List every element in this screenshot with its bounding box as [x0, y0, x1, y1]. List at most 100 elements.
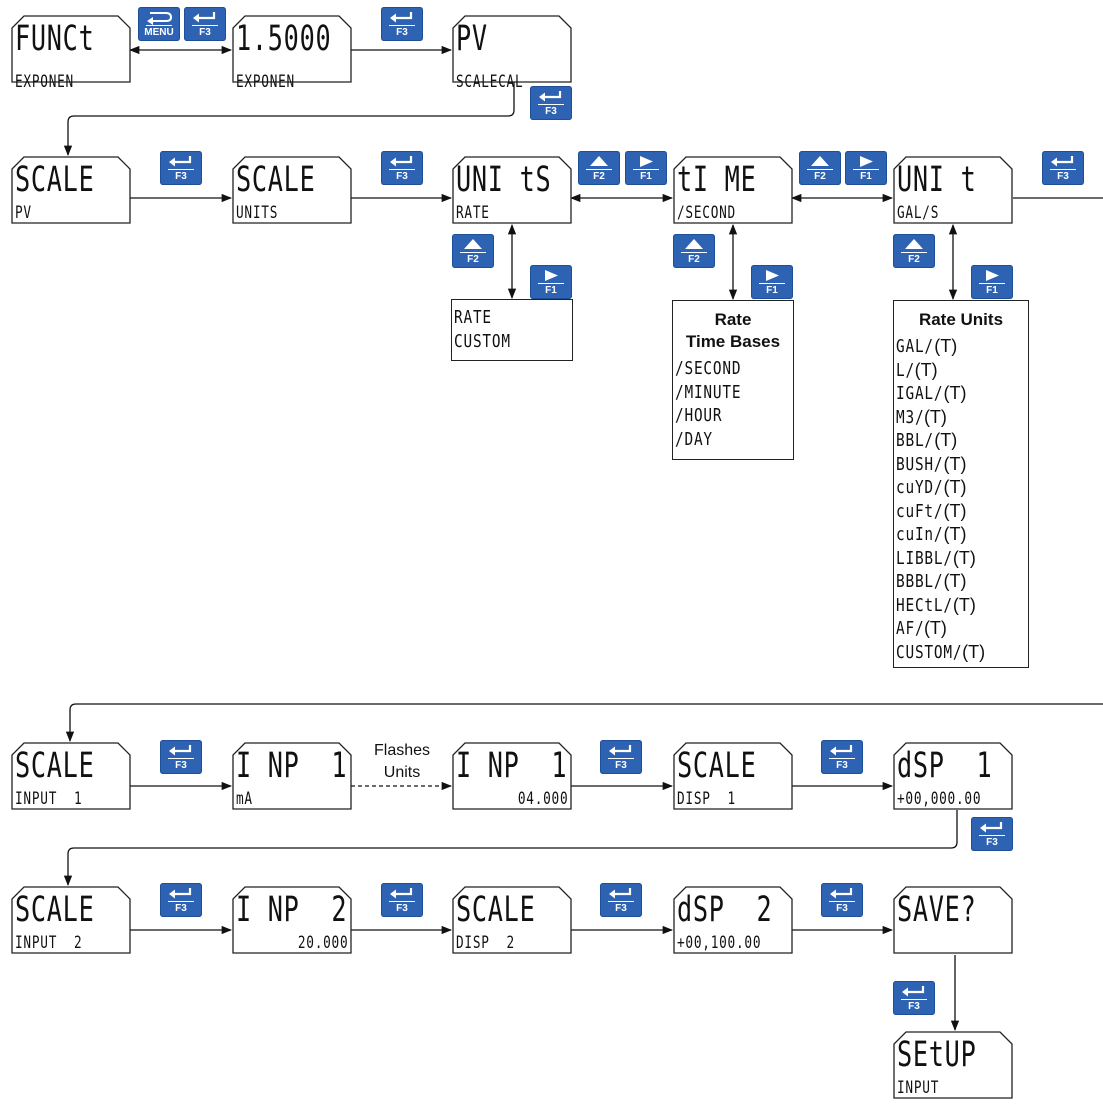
f3-enter-key[interactable]: F3: [600, 883, 642, 917]
f2-up-key[interactable]: F2: [673, 234, 715, 268]
rate-unit-code: HECtL/: [896, 594, 953, 616]
display-inp1-ma: I NP 1 mA: [232, 742, 352, 810]
key-label: F2: [688, 254, 700, 265]
key-label: F3: [175, 760, 187, 771]
f1-right-key[interactable]: F1: [845, 151, 887, 185]
connector-arrow: [63, 810, 958, 887]
display-sub-text: 04.000: [517, 789, 568, 809]
enter-icon: [160, 152, 202, 168]
enter-glyph: [539, 91, 562, 102]
f3-enter-key[interactable]: F3: [821, 740, 863, 774]
rate-unit-item: cuFt/(T): [894, 500, 1028, 524]
f1-right-key[interactable]: F1: [625, 151, 667, 185]
display-frame: [11, 742, 131, 810]
time-bases-title-2: Time Bases: [685, 332, 781, 351]
rate-unit-suffix: (T): [914, 359, 938, 380]
enter-icon: [160, 741, 202, 757]
enter-icon: [530, 87, 572, 103]
key-label: F1: [766, 285, 778, 296]
enter-icon: [381, 152, 423, 168]
rate-unit-code: BBBL/: [896, 571, 944, 592]
f3-enter-key[interactable]: F3: [971, 817, 1013, 851]
f2-up-key[interactable]: F2: [893, 234, 935, 268]
rate-unit-code: AF/: [896, 618, 925, 639]
rate-unit-item: AF/(T): [894, 617, 1028, 641]
f2-up-key[interactable]: F2: [578, 151, 620, 185]
display-frame: [452, 15, 572, 83]
key-label: F1: [986, 285, 998, 296]
display-main-text: I NP 1: [456, 746, 568, 786]
f1-right-key[interactable]: F1: [530, 265, 572, 299]
rate-unit-item: GAL/(T): [894, 335, 1028, 359]
key-label: F3: [908, 1001, 920, 1012]
f3-enter-key[interactable]: F3: [893, 981, 935, 1015]
rate-unit-code: IGAL/: [896, 383, 944, 404]
enter-icon: [893, 982, 935, 998]
up-glyph: [811, 156, 829, 166]
f3-enter-key[interactable]: F3: [381, 151, 423, 185]
f3-enter-key[interactable]: F3: [381, 7, 423, 41]
display-inp2-value: I NP 2 20.000: [232, 886, 352, 954]
up-glyph: [905, 239, 923, 249]
key-label: F3: [396, 903, 408, 914]
rate-unit-suffix: (T): [952, 594, 976, 615]
display-sub-text: +00,100.00: [677, 933, 762, 953]
key-label: F3: [836, 760, 848, 771]
key-label: F2: [814, 171, 826, 182]
f3-enter-key[interactable]: F3: [381, 883, 423, 917]
display-scale-disp1: SCALE DISP 1: [673, 742, 793, 810]
f3-enter-key[interactable]: F3: [160, 740, 202, 774]
up-arrow-icon: [893, 235, 935, 251]
f3-enter-key[interactable]: F3: [1042, 151, 1084, 185]
up-glyph: [590, 156, 608, 166]
rate-unit-code: LIBBL/: [896, 547, 953, 569]
connector-arrow: [65, 703, 1103, 743]
display-scale-units: SCALE UNITS: [232, 156, 352, 224]
up-arrow-icon: [452, 235, 494, 251]
f3-enter-key[interactable]: F3: [821, 883, 863, 917]
display-sub-text: EXPONEN: [236, 72, 295, 92]
display-frame: [232, 886, 352, 954]
time-base-item: /SECOND: [675, 358, 742, 379]
f2-up-key[interactable]: F2: [799, 151, 841, 185]
enter-glyph: [193, 12, 216, 23]
f3-enter-key[interactable]: F3: [600, 740, 642, 774]
display-main-text: SCALE: [15, 160, 95, 200]
f2-up-key[interactable]: F2: [452, 234, 494, 268]
f3-enter-key[interactable]: F3: [184, 7, 226, 41]
f1-right-key[interactable]: F1: [971, 265, 1013, 299]
f3-enter-key[interactable]: F3: [530, 86, 572, 120]
rate-unit-suffix: (T): [962, 641, 986, 662]
rate-unit-suffix: (T): [943, 500, 967, 521]
rate-unit-item: L/(T): [894, 359, 1028, 383]
key-label: F3: [615, 760, 627, 771]
rate-unit-item: CUSTOM/(T): [894, 641, 1028, 665]
enter-icon: [971, 818, 1013, 834]
display-frame: [893, 742, 1013, 810]
display-main-text: dSP 2: [677, 890, 773, 930]
display-frame: [452, 886, 572, 954]
display-dsp1: dSP 1 +00,000.00: [893, 742, 1013, 810]
display-funct-exponen: FUNCt EXPONEN: [11, 15, 131, 91]
rate-choice-custom: CUSTOM: [454, 330, 511, 352]
display-main-text: UNI t: [897, 160, 977, 200]
rate-unit-code: BUSH/: [896, 453, 944, 475]
rate-unit-suffix: (T): [943, 571, 967, 591]
rate-unit-item: BBBL/(T): [894, 570, 1028, 594]
rate-unit-suffix: (T): [934, 336, 958, 356]
menu-key[interactable]: MENU: [138, 7, 180, 41]
f3-enter-key[interactable]: F3: [160, 151, 202, 185]
f1-right-key[interactable]: F1: [751, 265, 793, 299]
key-label: F2: [467, 254, 479, 265]
rate-unit-suffix: (T): [923, 406, 947, 427]
right-glyph: [986, 270, 999, 281]
right-glyph: [640, 156, 653, 167]
display-main-text: SEtUP: [897, 1035, 977, 1075]
time-base-item: /MINUTE: [675, 381, 742, 403]
display-main-text: SCALE: [15, 746, 95, 786]
rate-choice-box: RATE CUSTOM: [451, 299, 573, 361]
f3-enter-key[interactable]: F3: [160, 883, 202, 917]
rate-unit-suffix: (T): [943, 383, 967, 403]
display-sub-text: DISP 1: [677, 789, 736, 809]
